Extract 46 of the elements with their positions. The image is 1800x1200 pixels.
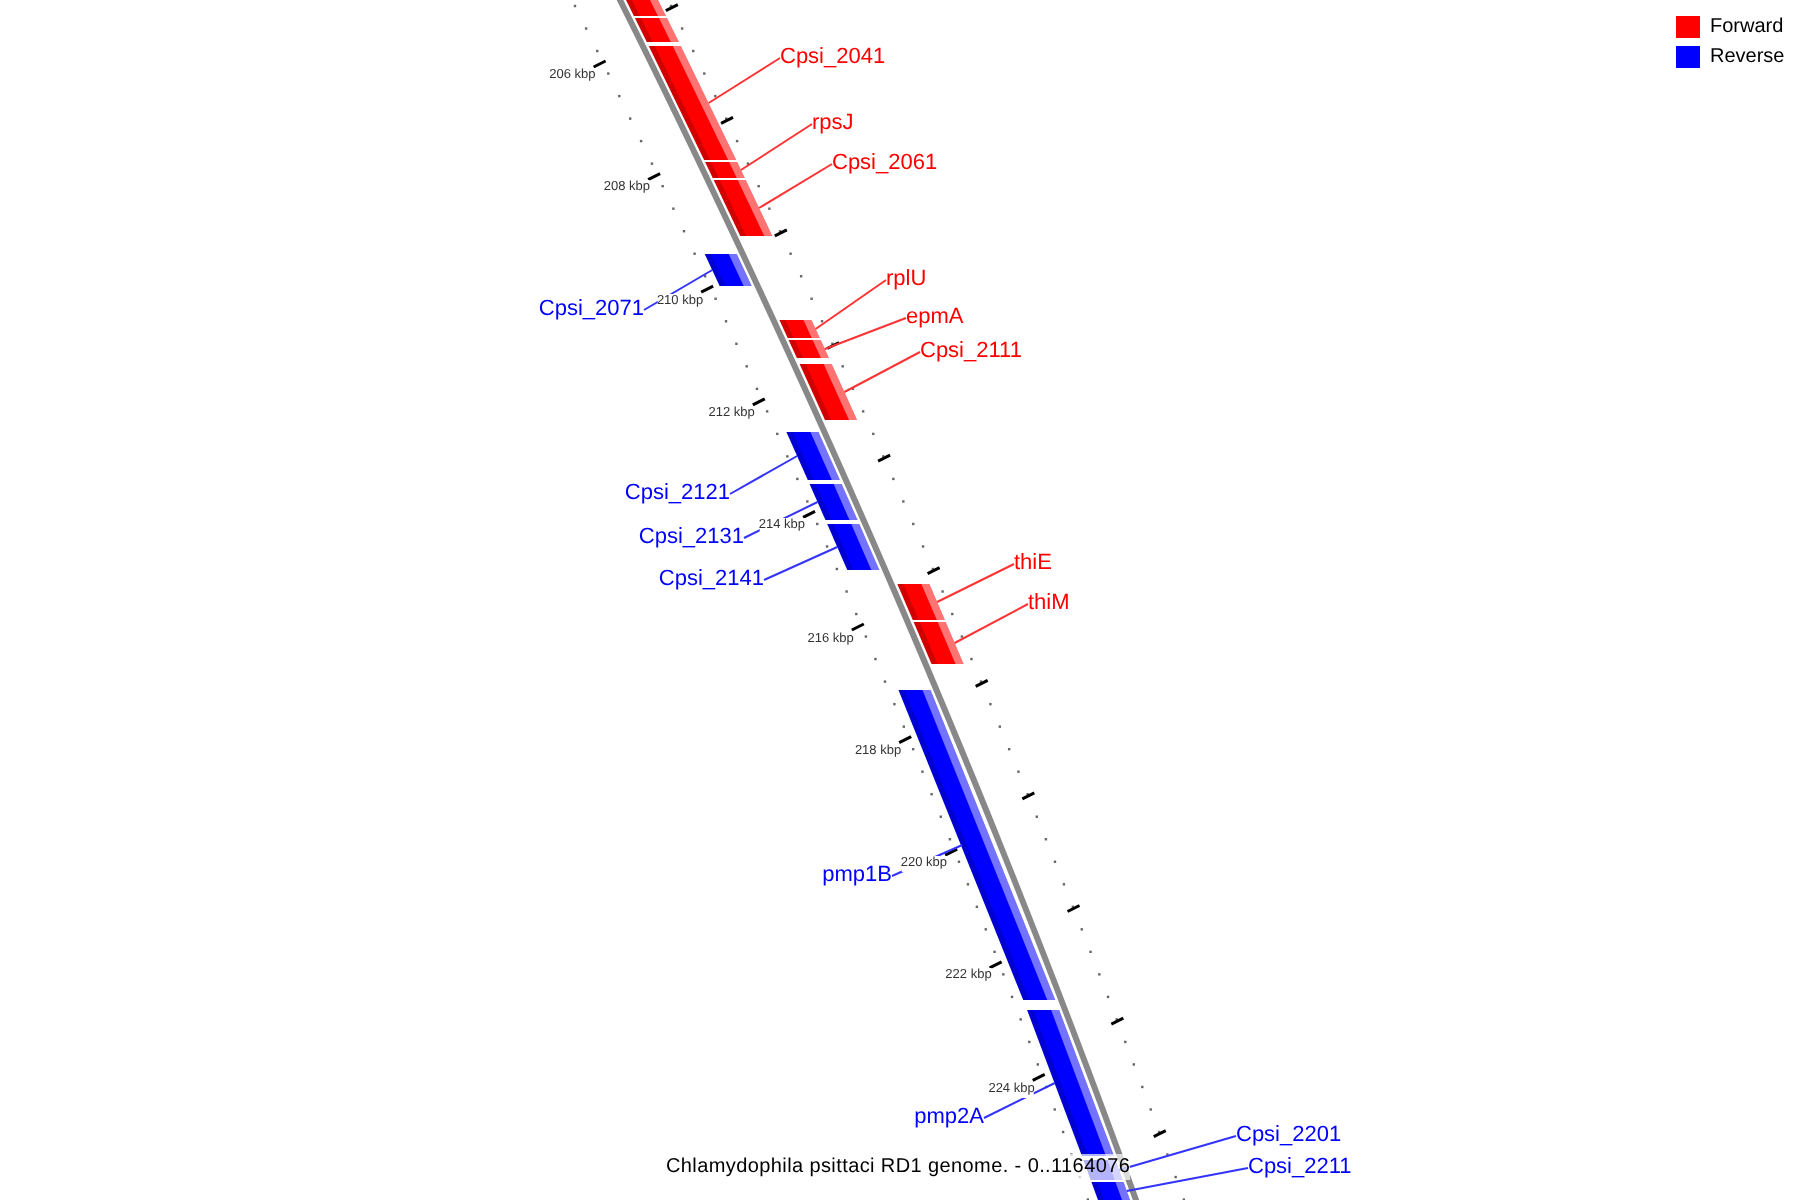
- gene-label: Cpsi_2061: [832, 151, 938, 177]
- gene-block: [913, 622, 964, 664]
- gene-block: [621, 0, 666, 16]
- leader-line: [707, 57, 781, 104]
- leader-line: [763, 546, 839, 581]
- gene-label: Cpsi_2121: [624, 481, 730, 507]
- gene-label: Cpsi_2041: [780, 45, 886, 71]
- gene-label: Cpsi_2141: [658, 567, 764, 593]
- leader-line: [843, 351, 921, 393]
- gene-label: Cpsi_2071: [538, 297, 644, 323]
- leader-line: [729, 455, 799, 495]
- gene-label: pmp2A: [914, 1105, 984, 1131]
- gene-block: [705, 162, 745, 178]
- leader-line: [643, 269, 714, 311]
- gene-block: [898, 690, 1056, 1000]
- gene-label: rpsJ: [812, 111, 854, 137]
- gene-block: [827, 524, 880, 570]
- legend-label: Reverse: [1710, 46, 1785, 68]
- legend-label: Forward: [1710, 16, 1784, 38]
- gene-block: [897, 584, 945, 620]
- gene-block: [704, 254, 752, 286]
- gene-block: [1091, 1182, 1134, 1200]
- gene-block: [799, 364, 858, 420]
- gene-label: epmA: [906, 305, 964, 331]
- leader-line: [953, 603, 1029, 644]
- leader-line: [936, 563, 1015, 603]
- gene-block: [634, 18, 679, 42]
- gene-block: [648, 46, 737, 160]
- gene-label: pmp1B: [822, 863, 892, 889]
- gene-label: thiE: [1014, 551, 1052, 577]
- leader-line: [1125, 1167, 1249, 1192]
- leader-line: [823, 317, 907, 350]
- gene-label: rplU: [886, 267, 927, 293]
- gene-label: Cpsi_2111: [920, 339, 1022, 365]
- leader-line: [758, 163, 833, 209]
- gene-label: thiM: [1028, 591, 1070, 617]
- gene-block: [809, 484, 858, 520]
- leader-line: [814, 279, 887, 330]
- gene-label: Cpsi_2201: [1236, 1123, 1342, 1149]
- leader-line: [739, 123, 813, 171]
- leader-line: [983, 1082, 1056, 1119]
- gene-block: [779, 320, 820, 338]
- gene-block: [788, 340, 829, 358]
- gene-label: Cpsi_2131: [638, 525, 744, 551]
- gene-block: [786, 432, 840, 480]
- gene-label: Cpsi_2211: [1248, 1155, 1352, 1181]
